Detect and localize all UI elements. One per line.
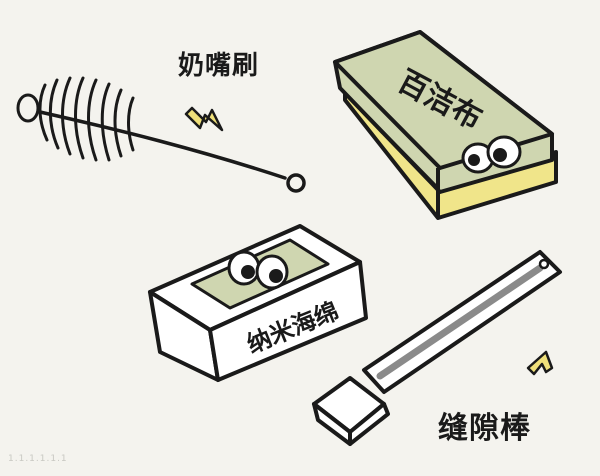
bottle-brush-label: 奶嘴刷 — [178, 51, 260, 81]
arrow-bottle-brush-icon — [184, 106, 224, 132]
gap-stick-icon — [312, 250, 562, 446]
watermark: 1.1.1.1.1.1 — [8, 454, 68, 464]
bottle-brush-icon — [16, 76, 306, 193]
cleaning-cloth-icon — [333, 30, 558, 220]
nano-sponge-icon — [148, 224, 368, 382]
gap-stick-label: 缝隙棒 — [438, 411, 531, 446]
arrow-gap-stick-icon — [526, 350, 554, 376]
